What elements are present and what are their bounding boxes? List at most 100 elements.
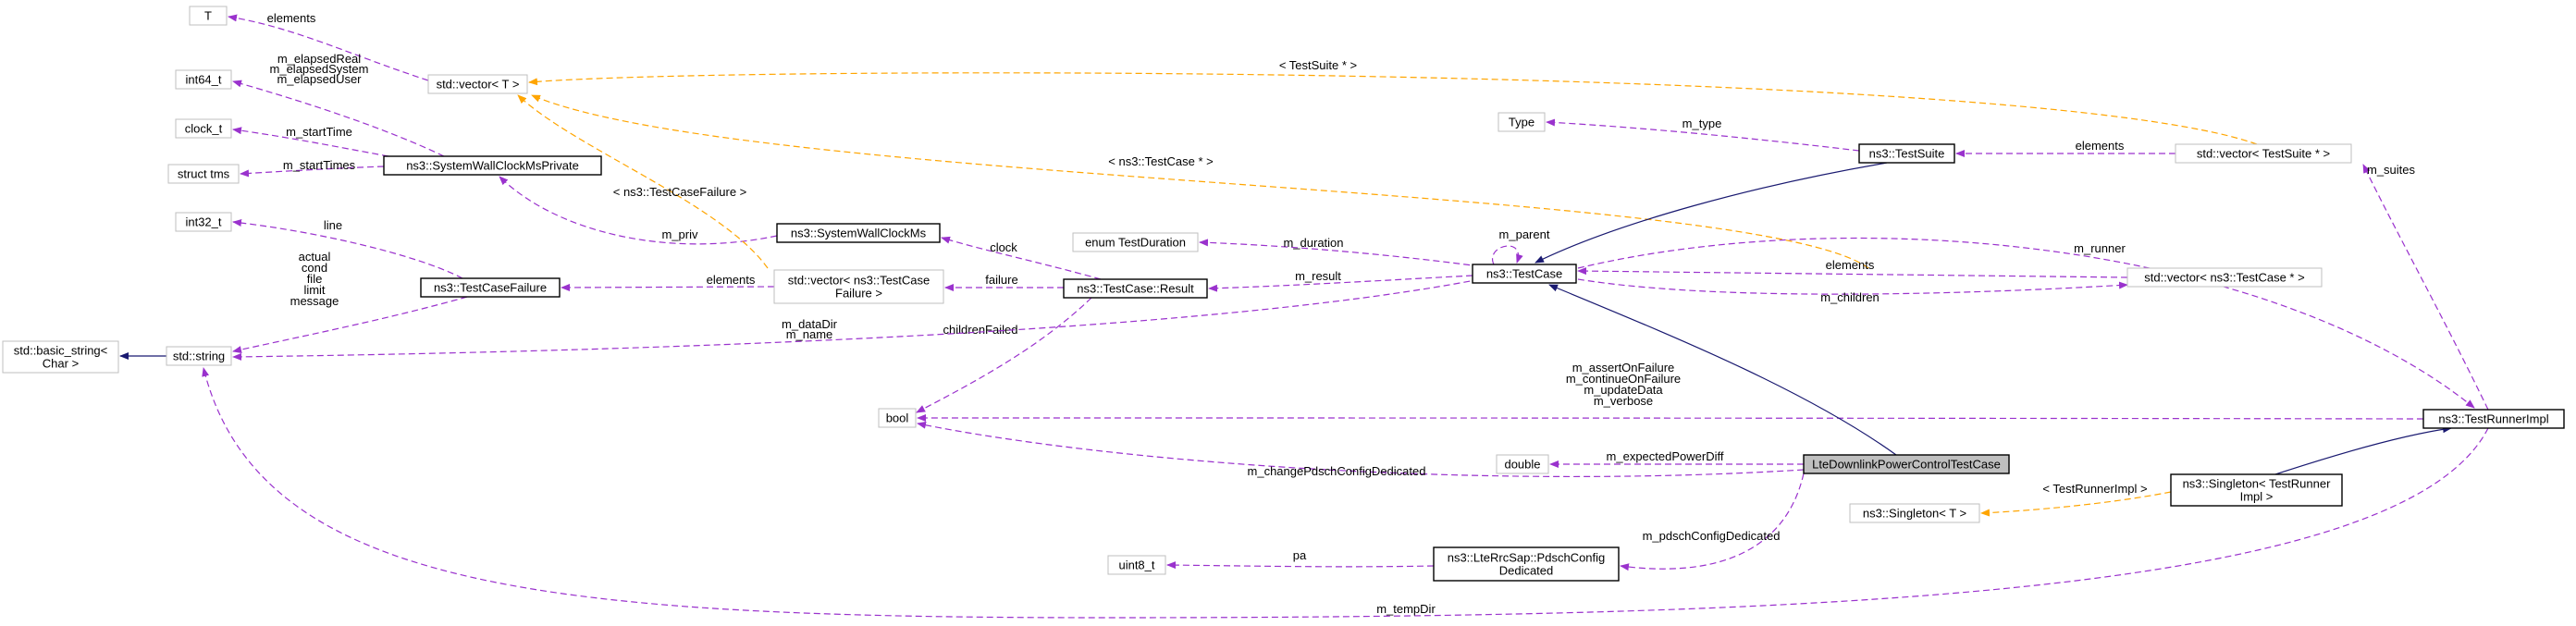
- edge-label: < ns3::TestCase * >: [1108, 154, 1213, 168]
- node-label: bool: [886, 411, 909, 425]
- node-label: std::vector< TestSuite * >: [2197, 147, 2330, 161]
- node-box: [1072, 232, 1199, 252]
- node-wallclock-priv[interactable]: ns3::SystemWallClockMsPrivate: [383, 155, 602, 176]
- node-label: Char >: [43, 357, 79, 371]
- edge-label: m_type: [1682, 117, 1722, 130]
- node-box: [2422, 409, 2565, 429]
- edge-runner: m_runner: [1577, 237, 2475, 409]
- node-basic-string[interactable]: std::basic_string<Char >: [2, 340, 119, 374]
- edge-label: m_elapsedSystem: [270, 62, 369, 76]
- edge-label: cond: [302, 261, 327, 275]
- node-result[interactable]: ns3::TestCase::Result: [1063, 278, 1208, 299]
- edge-line: [917, 421, 1805, 477]
- edge-pdschcfg: m_pdschConfigDedicated: [1620, 473, 1805, 571]
- edge-expected: m_expectedPowerDiff: [1549, 449, 1804, 468]
- node-vector-testcase[interactable]: std::vector< ns3::TestCase * >: [2126, 267, 2323, 288]
- node-struct-tms[interactable]: struct tms: [167, 164, 240, 184]
- node-label: ns3::TestCase::Result: [1077, 282, 1194, 296]
- node-pdsch[interactable]: ns3::LteRrcSap::PdschConfigDedicated: [1433, 546, 1620, 582]
- node-singleton-runner[interactable]: ns3::Singleton< TestRunnerImpl >: [2170, 473, 2343, 507]
- node-vector-T[interactable]: std::vector< T >: [427, 74, 528, 94]
- edge-label: m_result: [1295, 269, 1341, 283]
- node-box: [167, 164, 240, 184]
- node-label: ns3::TestRunnerImpl: [2438, 412, 2548, 426]
- edge-label: m_continueOnFailure: [1566, 372, 1681, 386]
- node-box: [383, 155, 602, 176]
- edge-starttimes: m_startTimes: [240, 158, 385, 178]
- edge-label: file: [307, 272, 323, 286]
- edge-line: [228, 14, 429, 81]
- edge-msuites: m_suites: [2362, 163, 2489, 411]
- edge-line: [1980, 491, 2172, 517]
- edge-line: [2362, 164, 2489, 411]
- edge-children: m_children: [1577, 278, 2128, 304]
- edge-line: [531, 94, 1869, 269]
- edge-line: [1199, 239, 1481, 267]
- node-lte-test[interactable]: LteDownlinkPowerControlTestCase: [1803, 454, 2010, 474]
- node-label: std::basic_string<: [14, 344, 108, 358]
- node-label: int64_t: [185, 73, 221, 87]
- node-double[interactable]: double: [1496, 454, 1549, 474]
- node-box: [776, 223, 941, 243]
- edge-label: line: [324, 218, 342, 232]
- node-singleton-T[interactable]: ns3::Singleton< T >: [1849, 503, 1980, 523]
- edge-result: m_result: [1208, 269, 1473, 292]
- node-box: [1063, 278, 1208, 299]
- edge-line: [528, 72, 2258, 145]
- node-uint8-t[interactable]: uint8_t: [1107, 555, 1166, 575]
- edge-starttime: m_startTime: [232, 125, 389, 157]
- node-label: std::vector< ns3::TestCase * >: [2144, 271, 2304, 285]
- node-type[interactable]: Type: [1498, 112, 1546, 132]
- edge-label: m_updateData: [1584, 383, 1663, 397]
- edge-label: m_changePdschConfigDedicated: [1248, 464, 1426, 478]
- node-runnerimpl[interactable]: ns3::TestRunnerImpl: [2422, 409, 2565, 429]
- node-std-string[interactable]: std::string: [166, 346, 232, 366]
- edge-line: [232, 80, 445, 157]
- node-label: Dedicated: [1499, 564, 1554, 578]
- node-int64-t[interactable]: int64_t: [175, 69, 232, 90]
- node-clock-t[interactable]: clock_t: [175, 118, 232, 139]
- edge-line: [1577, 267, 2128, 278]
- edge-line: [232, 219, 463, 279]
- edge-childrenfailed: childrenFailed: [916, 297, 1092, 413]
- edge-label: m_parent: [1499, 227, 1550, 241]
- node-label: double: [1504, 458, 1540, 472]
- node-testsuite[interactable]: ns3::TestSuite: [1858, 143, 1955, 164]
- edge-label: elements: [267, 11, 316, 25]
- node-enum-duration[interactable]: enum TestDuration: [1072, 232, 1199, 252]
- edge-clock: clock: [941, 236, 1102, 280]
- node-box: [1849, 503, 1980, 523]
- edge-line: [517, 94, 769, 269]
- node-wallclock[interactable]: ns3::SystemWallClockMs: [776, 223, 941, 243]
- node-box: [1472, 264, 1577, 284]
- edge-line: [1548, 284, 1897, 456]
- node-vector-testsuite[interactable]: std::vector< TestSuite * >: [2175, 143, 2352, 164]
- node-testcase[interactable]: ns3::TestCase: [1472, 264, 1577, 284]
- edge-elements-fail: elements: [561, 273, 775, 291]
- node-box: [166, 346, 232, 366]
- edge-label: m_runner: [2074, 241, 2126, 255]
- edge-line: [916, 297, 1092, 413]
- node-bool[interactable]: bool: [878, 408, 917, 428]
- edge-tmpl-testsuite: < TestSuite * >: [528, 58, 2258, 145]
- edge-line: [1620, 473, 1805, 571]
- edge-label: m_startTimes: [283, 158, 356, 172]
- edge-label: m_verbose: [1594, 394, 1653, 408]
- edge-line: [2274, 425, 2452, 475]
- node-int32-t[interactable]: int32_t: [175, 212, 232, 232]
- edge-line: [941, 236, 1102, 280]
- edge-label: m_children: [1820, 290, 1880, 304]
- node-testcasefailure[interactable]: ns3::TestCaseFailure: [420, 277, 561, 298]
- node-box: [2, 340, 119, 374]
- edge-label: limit: [303, 283, 325, 297]
- node-label: ns3::TestCase: [1486, 267, 1562, 281]
- node-T[interactable]: T: [189, 6, 228, 26]
- node-vector-failure[interactable]: std::vector< ns3::TestCaseFailure >: [773, 269, 944, 304]
- edge-label: < ns3::TestCaseFailure >: [613, 185, 747, 199]
- node-box: [420, 277, 561, 298]
- node-box: [2170, 473, 2343, 507]
- node-box: [2126, 267, 2323, 288]
- edge-label: m_elapsedUser: [277, 72, 362, 86]
